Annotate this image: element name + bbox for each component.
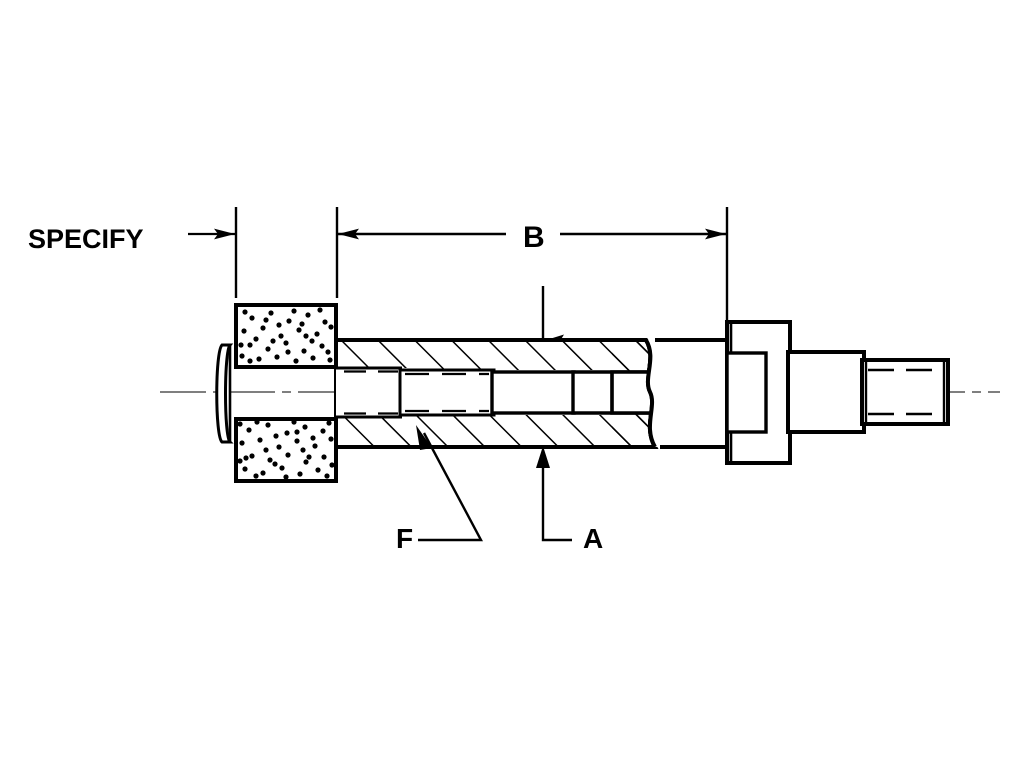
callout-f-leader	[418, 432, 483, 542]
stipple-pattern	[238, 307, 334, 479]
dimension-b-label: B	[523, 221, 545, 254]
callout-a-leader	[541, 462, 572, 542]
shoulder-shaft	[786, 350, 866, 434]
dimension-group	[188, 207, 729, 348]
mounting-block	[234, 303, 338, 483]
callout-f-label: F	[396, 523, 413, 554]
callout-leaders	[416, 425, 572, 542]
callout-a-label: A	[583, 523, 603, 554]
flange-groove	[725, 351, 768, 434]
flange	[725, 320, 792, 465]
specify-label: SPECIFY	[28, 224, 144, 254]
end-cap	[215, 343, 234, 444]
shank	[644, 338, 730, 449]
threaded-end	[860, 358, 950, 426]
sectioned-body	[334, 338, 703, 449]
bore-step-2	[490, 370, 576, 415]
bore-step-1	[398, 368, 496, 417]
